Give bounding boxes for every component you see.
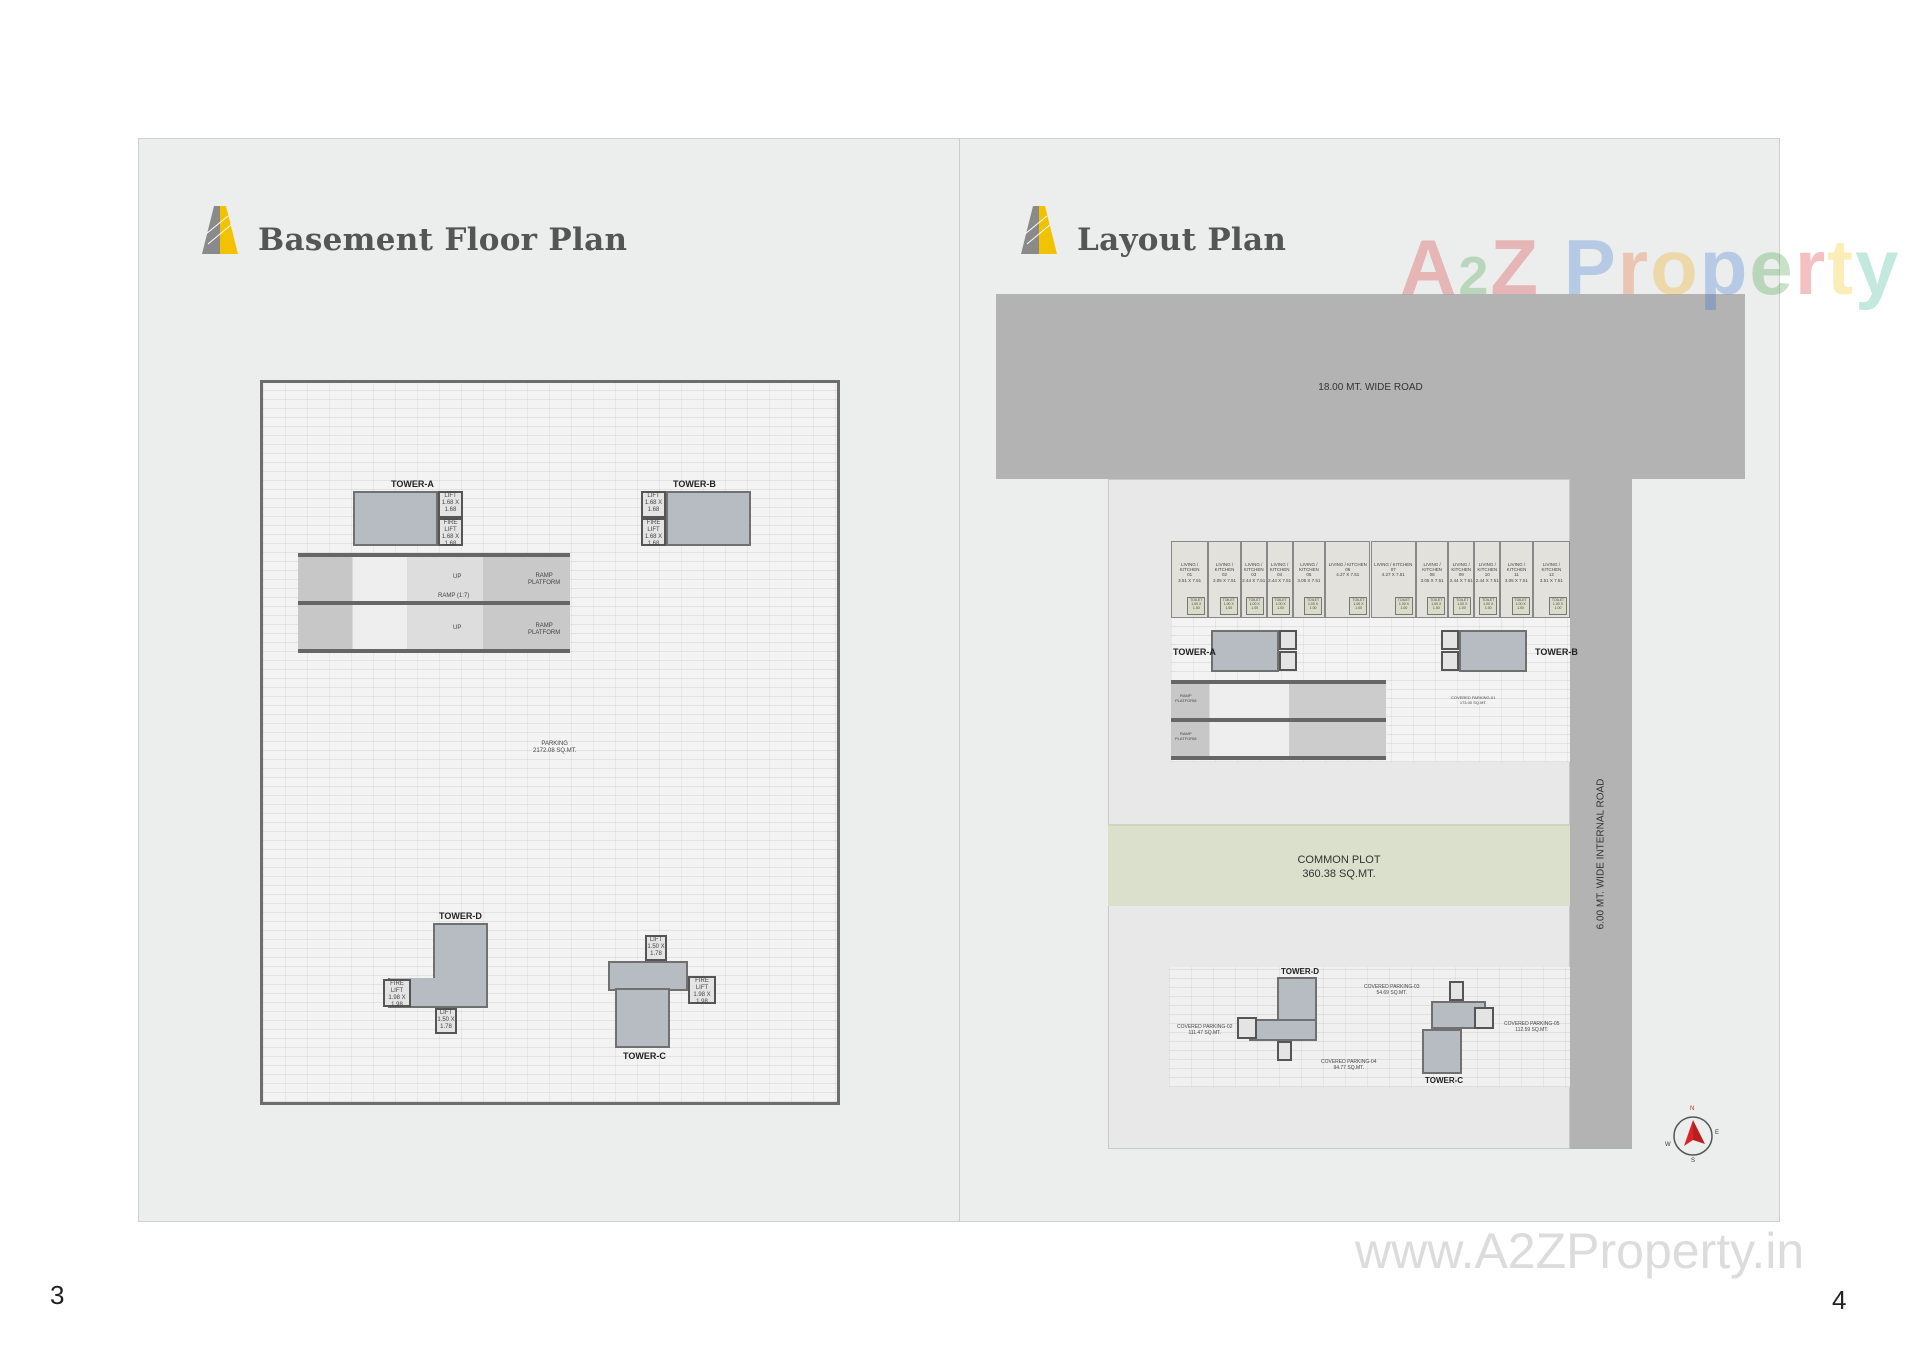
common-plot: COMMON PLOT 360.38 SQ.MT. [1108,824,1570,906]
unit-label: LIVING / KITCHEN 01 3.51 X 7.51 [1178,562,1202,583]
toilet: TOILET 1.00 X 1.00 [1548,597,1567,615]
toilet: TOILET 1.00 X 1.00 [1427,597,1446,615]
url-watermark: www.A2ZProperty.in [1355,1223,1805,1279]
unit-label: LIVING / KITCHEN 02 3.05 X 7.51 [1213,562,1237,583]
a2z-watermark-logo: A2Z Property [1400,223,1901,311]
unit-label: LIVING / KITCHEN 03 2.44 X 7.51 [1242,562,1266,583]
toilet: TOILET 1.00 X 1.00 [1479,597,1498,615]
tower-a-label: TOWER-A [1173,647,1216,657]
tower-c-label: TOWER-C [623,1051,666,1061]
fire-lift: FIRE LIFT 1.68 X 1.68 [641,518,666,547]
ramp: UP RAMP PLATFORM [298,601,570,653]
compass-icon [1673,1116,1713,1156]
page-title: Basement Floor Plan [258,222,628,258]
tower-ab-block: TOWER-A TOWER-B RAMP PLATFORM RAMP PLATF… [1171,618,1578,762]
covered-parking-03: COVERED PARKING-03 54.69 SQ.MT. [1364,984,1420,996]
lift [1441,630,1459,650]
toilet: TOILET 1.00 X 1.00 [1349,597,1368,615]
fire-lift [1237,1017,1257,1039]
page-title: Layout Plan [1077,222,1287,258]
ramp: RAMP PLATFORM [1171,680,1386,722]
unit-label: LIVING / KITCHEN 05 3.05 X 7.51 [1297,562,1321,583]
covered-parking-01: COVERED PARKING-01 173.00 SQ.MT. [1451,695,1496,705]
unit-label: LIVING / KITCHEN 06 4.27 X 7.51 [1328,562,1367,578]
fire-lift: FIRE LIFT 1.98 X 1.98 [383,979,411,1008]
tower-b-label: TOWER-B [673,479,716,489]
covered-parking-02: COVERED PARKING-02 111.47 SQ.MT. [1177,1024,1233,1036]
toilet: TOILET 1.00 X 1.00 [1271,597,1290,615]
unit-label: LIVING / KITCHEN 08 3.05 X 7.51 [1420,562,1444,583]
compass: N E S W [1665,1106,1720,1164]
tower-a-core [353,491,438,546]
building-logo-icon [1021,206,1057,254]
basement-floor-plan: TOWER-A LIFT 1.68 X 1.68 FIRE LIFT 1.68 … [260,380,840,1105]
lift: LIFT 1.68 X 1.68 [641,491,666,518]
toilet: TOILET 1.00 X 1.00 [1394,597,1413,615]
unit-label: LIVING / KITCHEN 12 3.51 X 7.51 [1539,562,1563,583]
lift [1277,1041,1292,1061]
tower-c-label: TOWER-C [1425,1076,1464,1085]
page-number: 4 [1832,1285,1847,1315]
tower-a-label: TOWER-A [391,479,434,489]
tower-d-core [433,923,488,981]
fire-lift [1279,651,1297,671]
toilet: TOILET 1.00 X 1.00 [1304,597,1323,615]
toilet: TOILET 1.00 X 1.00 [1187,597,1206,615]
covered-parking-05: COVERED PARKING-05 112.59 SQ.MT. [1504,1021,1560,1033]
page-number: 3 [50,1280,65,1310]
fire-lift: FIRE LIFT 1.98 X 1.98 [688,976,716,1005]
page-divider [959,138,960,1222]
tower-b-label: TOWER-B [1535,647,1578,657]
tower-c-core [615,988,670,1048]
ramp: RAMP PLATFORM [1171,718,1386,760]
building-logo-icon [202,206,238,254]
main-road: 18.00 MT. WIDE ROAD [996,294,1745,479]
fire-lift [1441,651,1459,671]
parking-area-label: PARKING 2172.08 SQ.MT. [533,741,577,754]
lift [1449,981,1464,1001]
tower-b-core [666,491,751,546]
lift: LIFT 1.50 X 1.78 [435,1008,457,1034]
unit-label: LIVING / KITCHEN 11 3.05 X 7.51 [1504,562,1528,583]
unit-label: LIVING / KITCHEN 09 2.44 X 7.51 [1449,562,1473,583]
unit-label: LIVING / KITCHEN 04 2.44 X 7.51 [1268,562,1292,583]
lift: LIFT 1.50 X 1.78 [645,935,667,961]
toilet: TOILET 1.00 X 1.00 [1511,597,1530,615]
fire-lift [1474,1007,1494,1029]
fire-lift: FIRE LIFT 1.68 X 1.68 [438,518,463,547]
lift: LIFT 1.68 X 1.68 [438,491,463,518]
unit-label: LIVING / KITCHEN 10 2.44 X 7.51 [1475,562,1499,583]
toilet: TOILET 1.00 X 1.00 [1245,597,1264,615]
lift [1279,630,1297,650]
unit-label: LIVING / KITCHEN 07 4.27 X 7.51 [1374,562,1413,578]
internal-road: 6.00 MT. WIDE INTERNAL ROAD [1570,479,1632,1149]
covered-parking-04: COVERED PARKING-04 94.77 SQ.MT. [1321,1059,1377,1071]
toilet: TOILET 1.00 X 1.00 [1219,597,1238,615]
tower-cd-block: TOWER-D COVERED PARKING-02 111.47 SQ.MT.… [1169,967,1570,1087]
ramp: UP RAMP PLATFORM RAMP (1:7) [298,553,570,605]
tower-d-label: TOWER-D [1281,967,1320,976]
tower-d-label: TOWER-D [439,911,482,921]
toilet: TOILET 1.00 X 1.00 [1453,597,1472,615]
